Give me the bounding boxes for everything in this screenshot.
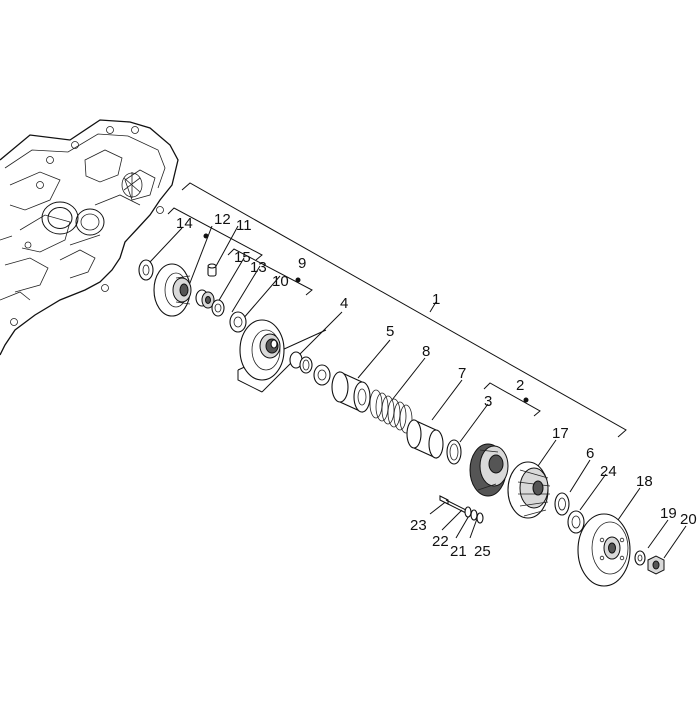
part-bearing xyxy=(313,364,331,386)
label-17: 17 xyxy=(552,425,569,442)
label-2: 2 xyxy=(516,377,524,394)
part-11-roller xyxy=(211,299,225,317)
part-22-washer xyxy=(464,506,472,518)
label-4: 4 xyxy=(340,295,348,312)
label-8: 8 xyxy=(422,343,430,360)
label-22: 22 xyxy=(432,533,449,550)
part-7-cup xyxy=(406,419,444,459)
part-20-nut xyxy=(647,555,665,575)
label-3: 3 xyxy=(484,393,492,410)
label-15: 15 xyxy=(234,249,251,266)
part-13-bushing xyxy=(195,289,215,309)
part-3-ring xyxy=(446,439,462,465)
variator-parts xyxy=(138,259,665,587)
part-9-movable-pulley xyxy=(239,319,285,381)
part-17-fan xyxy=(507,461,551,519)
label-19: 19 xyxy=(660,505,677,522)
label-9: 9 xyxy=(298,255,306,272)
label-6: 6 xyxy=(586,445,594,462)
part-14-washer xyxy=(138,259,154,281)
part-5-sleeve xyxy=(331,371,371,413)
label-18: 18 xyxy=(636,473,653,490)
part-15-pin xyxy=(207,263,217,277)
label-7: 7 xyxy=(458,365,466,382)
crankcase-housing xyxy=(0,119,179,356)
part-24-washer xyxy=(567,510,585,534)
part-fixed-pulley-disc xyxy=(153,263,192,317)
label-21: 21 xyxy=(450,543,467,560)
part-18-clutch-bell xyxy=(577,513,631,587)
label-24: 24 xyxy=(600,463,617,480)
label-10: 10 xyxy=(272,273,289,290)
label-11: 11 xyxy=(236,217,252,234)
part-23-bolt xyxy=(439,495,467,514)
part-10-seal xyxy=(229,311,247,333)
part-19-washer xyxy=(634,550,646,566)
part-21-washer xyxy=(470,509,478,521)
part-2-clutch-assembly xyxy=(469,443,509,497)
part-6-washer xyxy=(554,492,570,516)
part-8-spring xyxy=(369,389,413,434)
part-4-orings xyxy=(289,351,313,374)
part-25-washer xyxy=(476,512,484,524)
label-12: 12 xyxy=(214,211,231,228)
label-23: 23 xyxy=(410,517,427,534)
label-25: 25 xyxy=(474,543,491,560)
label-20: 20 xyxy=(680,511,697,528)
leader-lines xyxy=(149,182,687,559)
label-1: 1 xyxy=(432,291,440,308)
label-14: 14 xyxy=(176,215,193,232)
label-13: 13 xyxy=(250,259,267,276)
label-5: 5 xyxy=(386,323,394,340)
callout-labels: 1 2 3 4 5 6 7 8 9 10 11 12 13 14 15 17 1… xyxy=(176,211,697,560)
